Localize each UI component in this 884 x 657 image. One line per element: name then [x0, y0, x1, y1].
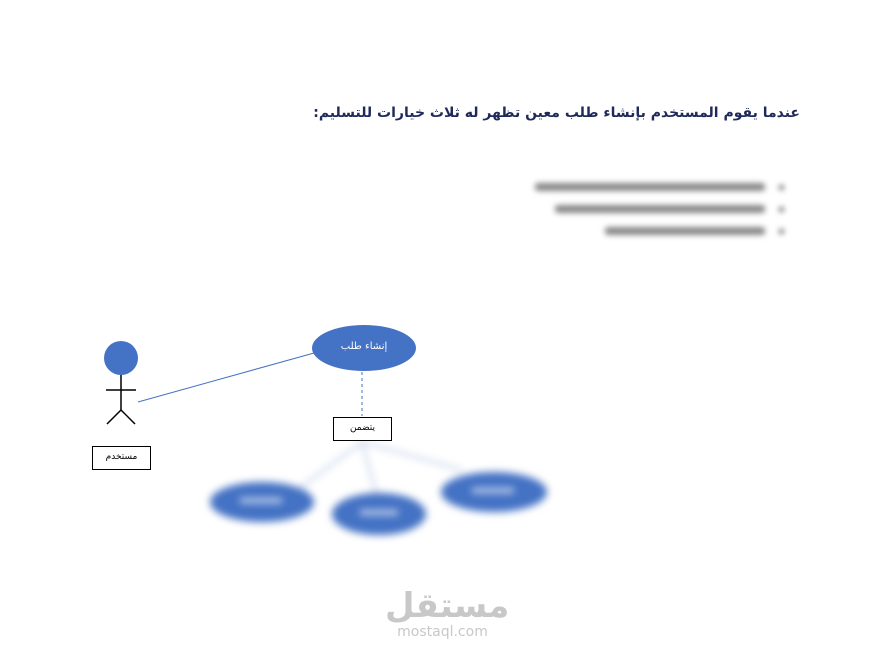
association-line: [137, 352, 315, 403]
list-item: [484, 176, 784, 198]
watermark-arabic: مستقل: [385, 586, 510, 626]
blurred-sub-use-cases: [210, 441, 547, 535]
bullet-icon: [779, 228, 784, 234]
list-item: [484, 198, 784, 220]
bullet-icon: [779, 184, 784, 190]
page-heading: عندما يقوم المستخدم بإنشاء طلب معين تظهر…: [313, 105, 800, 121]
include-stereotype-box: يتضمن: [333, 417, 392, 441]
actor-head: [104, 341, 138, 375]
watermark-latin: mostaql.com: [397, 624, 488, 640]
watermark-logo: مستقل mostaql.com: [385, 586, 510, 640]
blurred-bullet-list: [484, 176, 784, 242]
actor-label: مستخدم: [92, 446, 151, 470]
use-case-ellipse: [312, 325, 416, 371]
list-item: [484, 220, 784, 242]
use-case-label: إنشاء طلب: [340, 341, 388, 352]
actor-figure: [106, 375, 136, 425]
bullet-icon: [779, 206, 784, 212]
